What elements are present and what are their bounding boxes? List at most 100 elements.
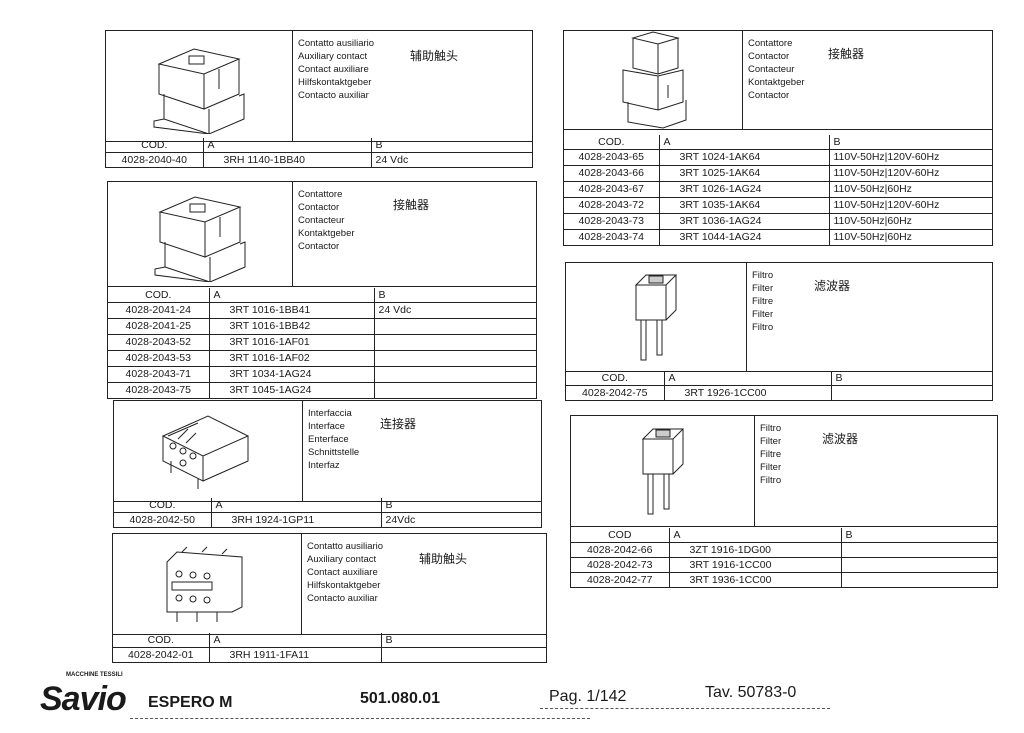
cell-a: 3RT 1024-1AK64 [658,149,830,166]
description-line: Filter [752,283,774,294]
column-header: A [658,135,830,150]
column-header: B [380,633,546,648]
description-line: Contatto ausiliario [307,541,384,552]
cell-b [840,542,997,558]
column-header: COD. [108,288,210,303]
column-header: B [380,498,541,513]
cell-a: 3RT 1036-1AG24 [658,213,830,230]
cell-a: 3RT 1035-1AK64 [658,197,830,214]
cell-a: 3RT 1936-1CC00 [668,572,842,587]
cell-a: 3RT 1034-1AG24 [208,366,375,383]
cell-b: 24 Vdc [370,152,532,167]
description-line: Filtro [760,475,782,486]
cell-cod: 4028-2043-71 [108,366,210,383]
description-line: Contacto auxiliar [298,90,369,101]
description-line: Enterface [308,434,349,445]
column-header: A [208,633,382,648]
column-header: COD. [106,138,204,153]
description-line: Auxiliary contact [298,51,368,62]
description-line: Interfaccia [308,408,352,419]
cell-b [373,350,536,367]
cell-a: 3RH 1140-1BB40 [202,152,372,167]
cell-cod: 4028-2043-52 [108,334,210,351]
cell-a: 3RT 1044-1AG24 [658,229,830,245]
column-header: B [828,135,992,150]
auxiliary-contact-illustration [106,31,293,141]
description-line: Kontaktgeber [748,77,805,88]
description-line: Contacto auxiliar [307,593,378,604]
cell-b [840,572,997,587]
column-header: A [210,498,382,513]
description-line: Auxiliary contact [307,554,377,565]
cell-cod: 4028-2043-74 [564,229,660,245]
cell-cod: 4028-2043-65 [564,149,660,166]
description-line: Filtre [760,449,782,460]
cell-cod: 4028-2043-67 [564,181,660,198]
cell-cod: 4028-2043-75 [108,382,210,398]
column-header: COD. [564,135,660,150]
cell-b [373,366,536,383]
footer-rule-right [540,708,830,709]
cell-cod: 4028-2043-66 [564,165,660,182]
cell-b: 24 Vdc [373,302,536,319]
description-line: Contactor [298,241,340,252]
cell-cod: 4028-2042-77 [571,572,670,587]
cell-cod: 4028-2042-73 [571,557,670,573]
cell-cod: 4028-2043-53 [108,350,210,367]
chinese-description: 接触器 [828,47,865,61]
column-header: COD. [566,371,665,386]
chinese-description: 滤波器 [814,279,851,293]
column-header: B [370,138,532,153]
column-header: A [663,371,832,386]
column-header: COD [571,528,670,543]
description-line: Contattore [748,38,793,49]
chinese-description: 辅助触头 [410,49,459,63]
savio-logo: Savio [40,680,127,718]
footer-rule [130,718,590,719]
cell-cod: 4028-2041-24 [108,302,210,319]
column-header: A [202,138,372,153]
cell-b: 110V-50Hz|60Hz [828,229,992,245]
cell-b [373,318,536,335]
cell-cod: 4028-2041-25 [108,318,210,335]
chinese-description: 滤波器 [822,432,859,446]
description-line: Schnittstelle [308,447,360,458]
logo-tagline: MACCHINE TESSILI [66,672,123,678]
cell-a: 3ZT 1916-1DG00 [668,542,842,558]
cell-cod: 4028-2042-50 [114,512,212,527]
column-header: B [840,528,997,543]
cell-cod: 4028-2042-01 [113,647,210,662]
cell-a: 3RT 1016-1BB42 [208,318,375,335]
description-line: Filtro [752,270,774,281]
description-line: Contacteur [748,64,795,75]
cell-cod: 4028-2043-73 [564,213,660,230]
